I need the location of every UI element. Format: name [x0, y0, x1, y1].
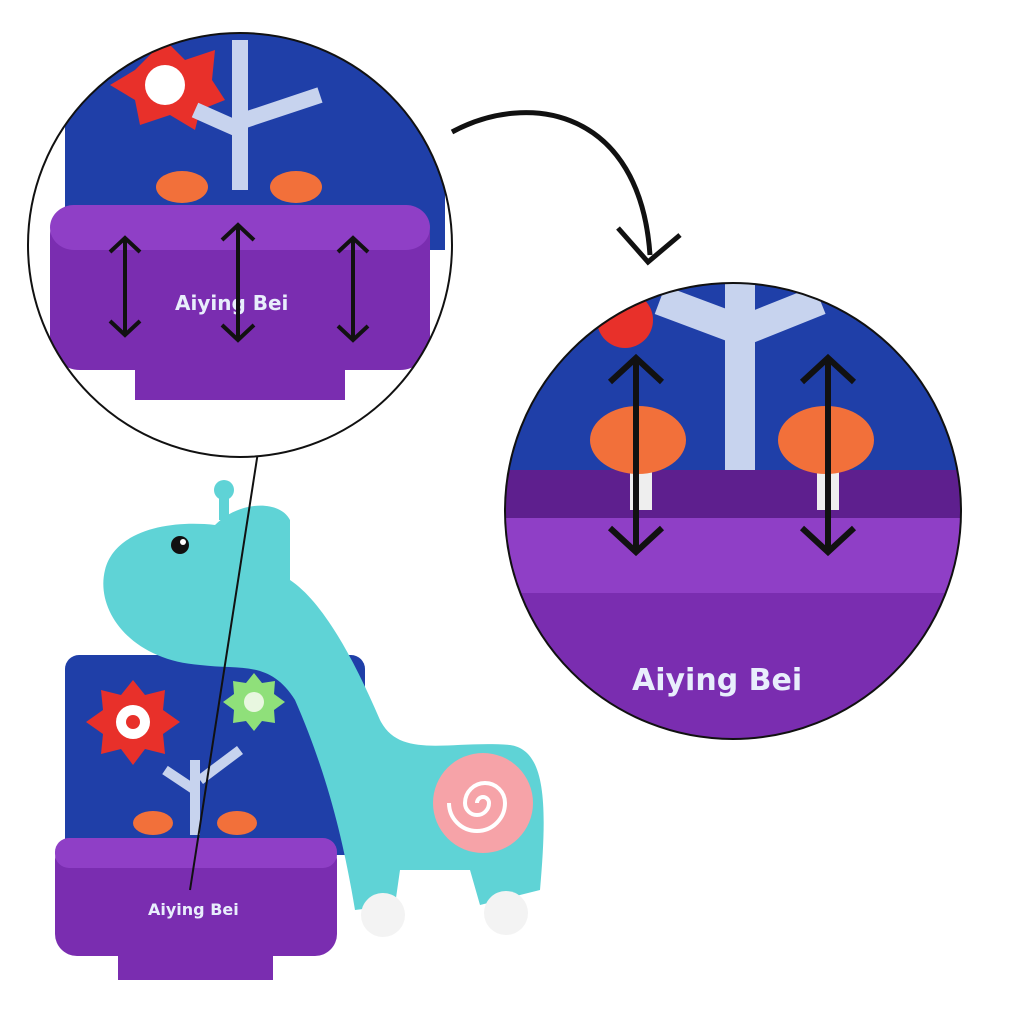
zoom-circle-tray: Aiying Bei [28, 33, 452, 457]
brand-logo: Aiying Bei [175, 291, 288, 315]
brand-logo: Aiying Bei [148, 900, 239, 919]
tree-decoration [162, 746, 243, 835]
up-down-arrow-icon [108, 222, 370, 343]
giraffe-foot [484, 891, 528, 935]
up-down-arrow-icon [607, 353, 857, 557]
toy-main: Aiying Bei [55, 451, 544, 980]
giraffe-foot [361, 893, 405, 937]
mushroom-peg [217, 811, 257, 835]
mushroom-peg [133, 811, 173, 835]
zoom-circle-mushrooms: Aiying Bei [505, 283, 961, 739]
curved-arrow-icon [450, 110, 653, 256]
giraffe-eye [171, 536, 189, 554]
pink-spiral-knob [433, 753, 533, 853]
zoom-pointer-line [189, 451, 259, 891]
brand-logo: Aiying Bei [632, 663, 802, 698]
